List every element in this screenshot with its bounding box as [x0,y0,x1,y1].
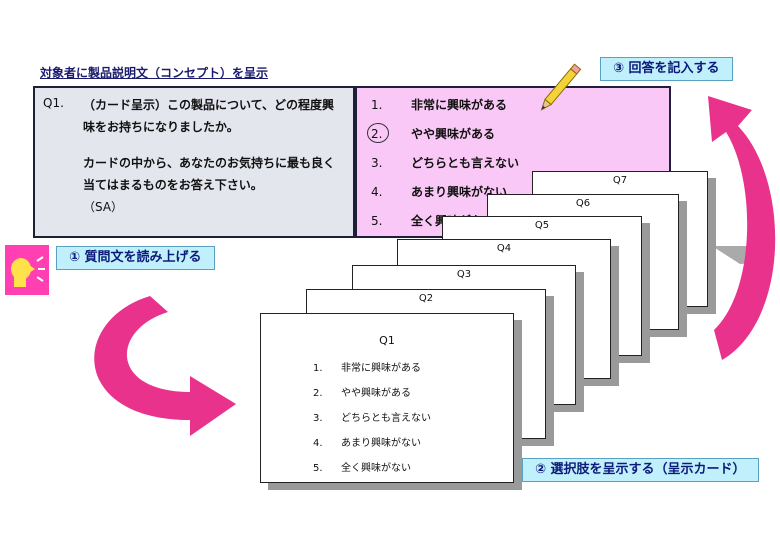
card-option: 5.全く興味がない [313,463,411,474]
curved-arrow-step3 [708,96,776,360]
card-q1: Q1 1.非常に興味がある 2.やや興味がある 3.どちらとも言えない 4.あま… [260,313,514,483]
answer-option: 1.非常に興味がある [371,98,508,112]
question-line: 味をお持ちになりましたか。 [83,120,239,134]
speaking-person-icon [5,245,49,295]
selected-answer-circle [367,123,389,143]
question-number: Q1. [43,96,64,110]
card-option: 2.やや興味がある [313,388,411,399]
answer-option: 4.あまり興味がない [371,185,508,199]
step1-label: ① 質問文を読み上げる [56,246,215,270]
card-title: Q1 [379,334,395,347]
curved-arrow-step2 [94,296,236,436]
answer-option: 2.やや興味がある [371,127,496,141]
card-title: Q6 [575,198,591,209]
card-title: Q2 [418,293,434,304]
answer-type-note: （SA） [83,200,124,214]
card-title: Q3 [456,269,472,280]
answer-option: 3.どちらとも言えない [371,156,520,170]
step2-label: ② 選択肢を呈示する（呈示カード） [522,458,759,482]
question-line: カードの中から、あなたのお気持ちに最も良く [83,156,336,170]
card-title: Q5 [534,220,550,231]
step3-label: ③ 回答を記入する [600,57,733,81]
card-title: Q4 [496,243,512,254]
card-option: 3.どちらとも言えない [313,413,431,424]
question-line: 当てはまるものをお答え下さい。 [83,178,263,192]
question-line: （カード呈示）この製品について、どの程度興 [83,98,335,112]
card-option: 1.非常に興味がある [313,363,421,374]
card-option: 4.あまり興味がない [313,438,421,449]
question-panel: Q1. （カード呈示）この製品について、どの程度興 味をお持ちになりましたか。 … [33,86,355,238]
gray-wedge-shape [712,246,772,264]
diagram-heading: 対象者に製品説明文（コンセプト）を呈示 [40,66,269,80]
card-title: Q7 [612,175,628,186]
